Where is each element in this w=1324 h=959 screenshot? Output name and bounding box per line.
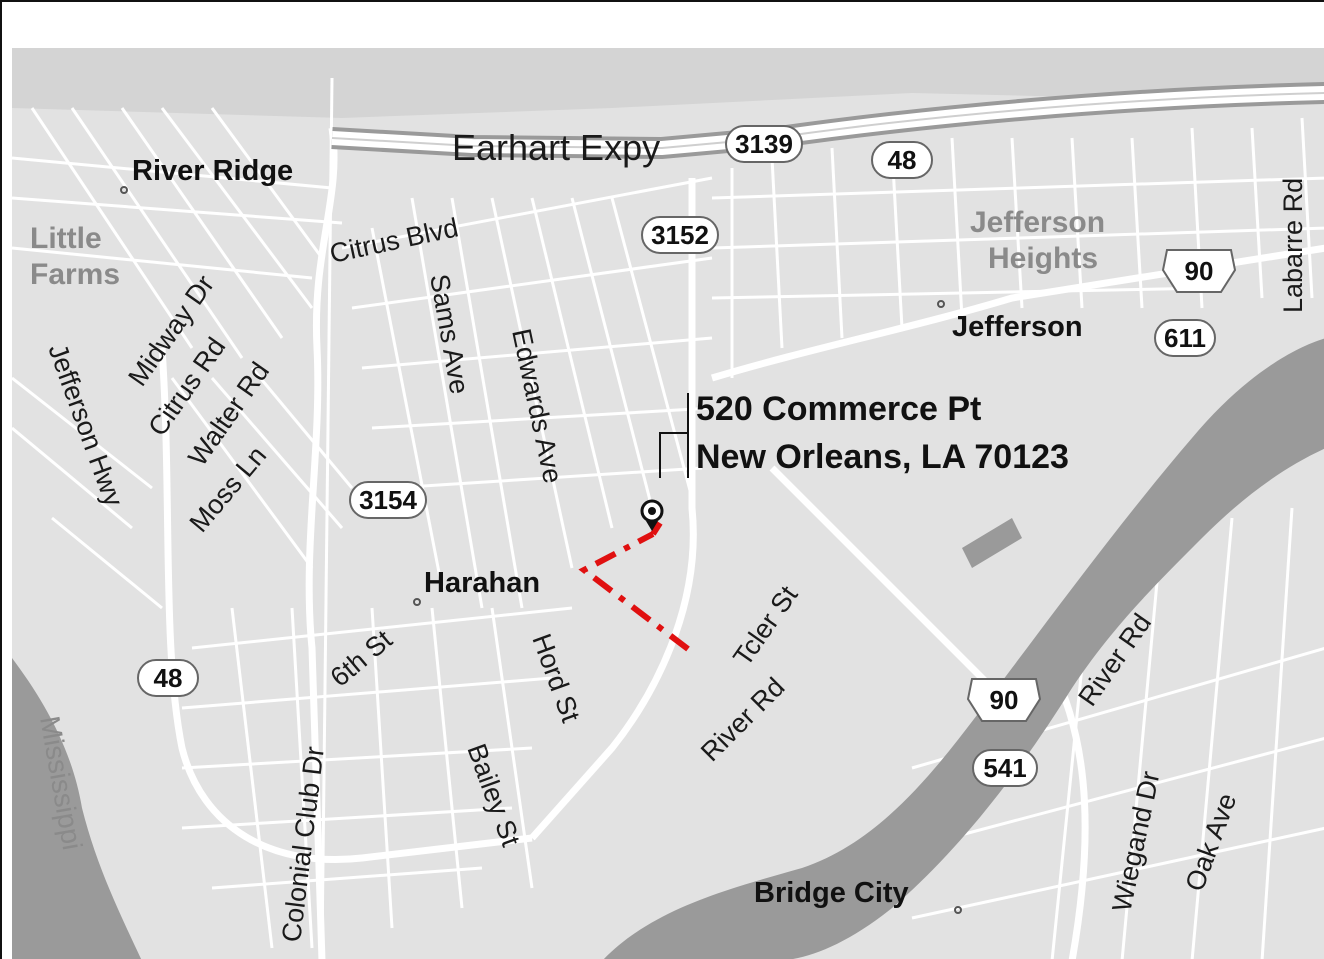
svg-text:48: 48: [154, 663, 183, 693]
shield-541: 541: [972, 749, 1038, 787]
place-jefferson: Jefferson: [952, 311, 1083, 343]
svg-text:90: 90: [1185, 256, 1214, 286]
river-west: [12, 658, 142, 959]
industrial-area: [12, 48, 1324, 118]
place-dot: [937, 300, 945, 308]
river-inlet: [962, 518, 1022, 568]
place-jefferson-heights-2: Heights: [988, 242, 1098, 275]
place-farms: Farms: [30, 258, 120, 291]
svg-text:3139: 3139: [735, 129, 793, 159]
address-line2: New Orleans, LA 70123: [696, 438, 1069, 476]
svg-text:90: 90: [990, 685, 1019, 715]
shield-3152: 3152: [641, 216, 719, 254]
street-labarre: Labarre Rd: [1278, 178, 1308, 313]
location-pin-icon[interactable]: [640, 499, 664, 531]
place-dot: [954, 906, 962, 914]
svg-text:3152: 3152: [651, 220, 709, 250]
shield-3154: 3154: [349, 481, 427, 519]
place-little: Little: [30, 222, 102, 255]
address-line1: 520 Commerce Pt: [696, 390, 981, 428]
street-grid: [12, 77, 1324, 959]
shield-48-west: 48: [137, 659, 199, 697]
svg-text:3154: 3154: [359, 485, 417, 515]
place-harahan: Harahan: [424, 567, 540, 599]
map-canvas[interactable]: 520 Commerce Pt New Orleans, LA 70123 Ri…: [12, 48, 1324, 959]
place-dot: [120, 186, 128, 194]
river-main: [604, 338, 1324, 959]
shield-48-north: 48: [871, 141, 933, 179]
place-dot: [413, 598, 421, 606]
shield-611: 611: [1154, 319, 1216, 357]
svg-text:48: 48: [888, 145, 917, 175]
place-jefferson-heights-1: Jefferson: [970, 206, 1105, 239]
svg-text:611: 611: [1164, 323, 1206, 353]
place-bridge-city: Bridge City: [754, 877, 909, 909]
shield-90-east: 90: [1161, 249, 1237, 293]
svg-text:541: 541: [983, 753, 1026, 783]
shield-3139: 3139: [725, 125, 803, 163]
place-river-ridge: River Ridge: [132, 155, 293, 187]
shield-90-bridge: 90: [966, 678, 1042, 722]
marker-leader: [659, 393, 689, 478]
driving-route: [578, 521, 690, 652]
street-earhart: Earhart Expy: [452, 127, 660, 168]
map-svg: 520 Commerce Pt New Orleans, LA 70123 Ri…: [12, 48, 1324, 959]
